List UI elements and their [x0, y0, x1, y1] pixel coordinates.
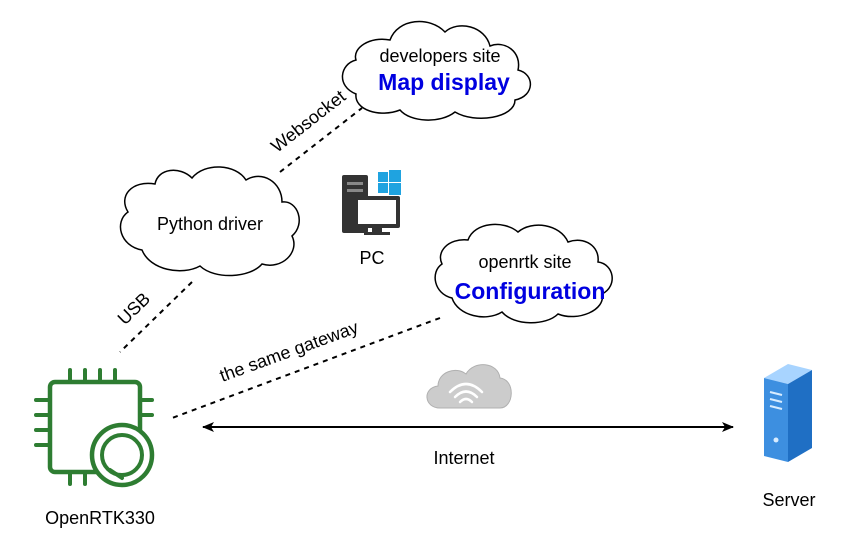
usb-connector [119, 281, 193, 353]
pc-computer-icon [342, 175, 400, 235]
python-driver-cloud: Python driver [119, 166, 300, 277]
websocket-label: Websocket [267, 86, 349, 156]
developers-site-cloud: developers site Map display [341, 20, 532, 121]
developers-site-label: developers site [379, 46, 500, 66]
gateway-connector [171, 317, 441, 419]
openrtk-site-cloud: openrtk site Configuration [434, 223, 613, 324]
map-display-label: Map display [378, 69, 510, 95]
pc-label: PC [359, 248, 384, 268]
server-icon [764, 364, 812, 462]
openrtk-site-label: openrtk site [478, 252, 571, 272]
internet-label: Internet [433, 448, 494, 468]
openrtk330-label: OpenRTK330 [45, 508, 155, 528]
windows-logo-icon [378, 170, 401, 195]
python-driver-label: Python driver [157, 214, 263, 234]
wifi-cloud-icon [426, 364, 512, 409]
configuration-label: Configuration [455, 278, 606, 304]
chip-icon [34, 368, 155, 488]
server-label: Server [762, 490, 815, 510]
usb-label: USB [114, 289, 155, 329]
websocket-connector [279, 107, 363, 173]
